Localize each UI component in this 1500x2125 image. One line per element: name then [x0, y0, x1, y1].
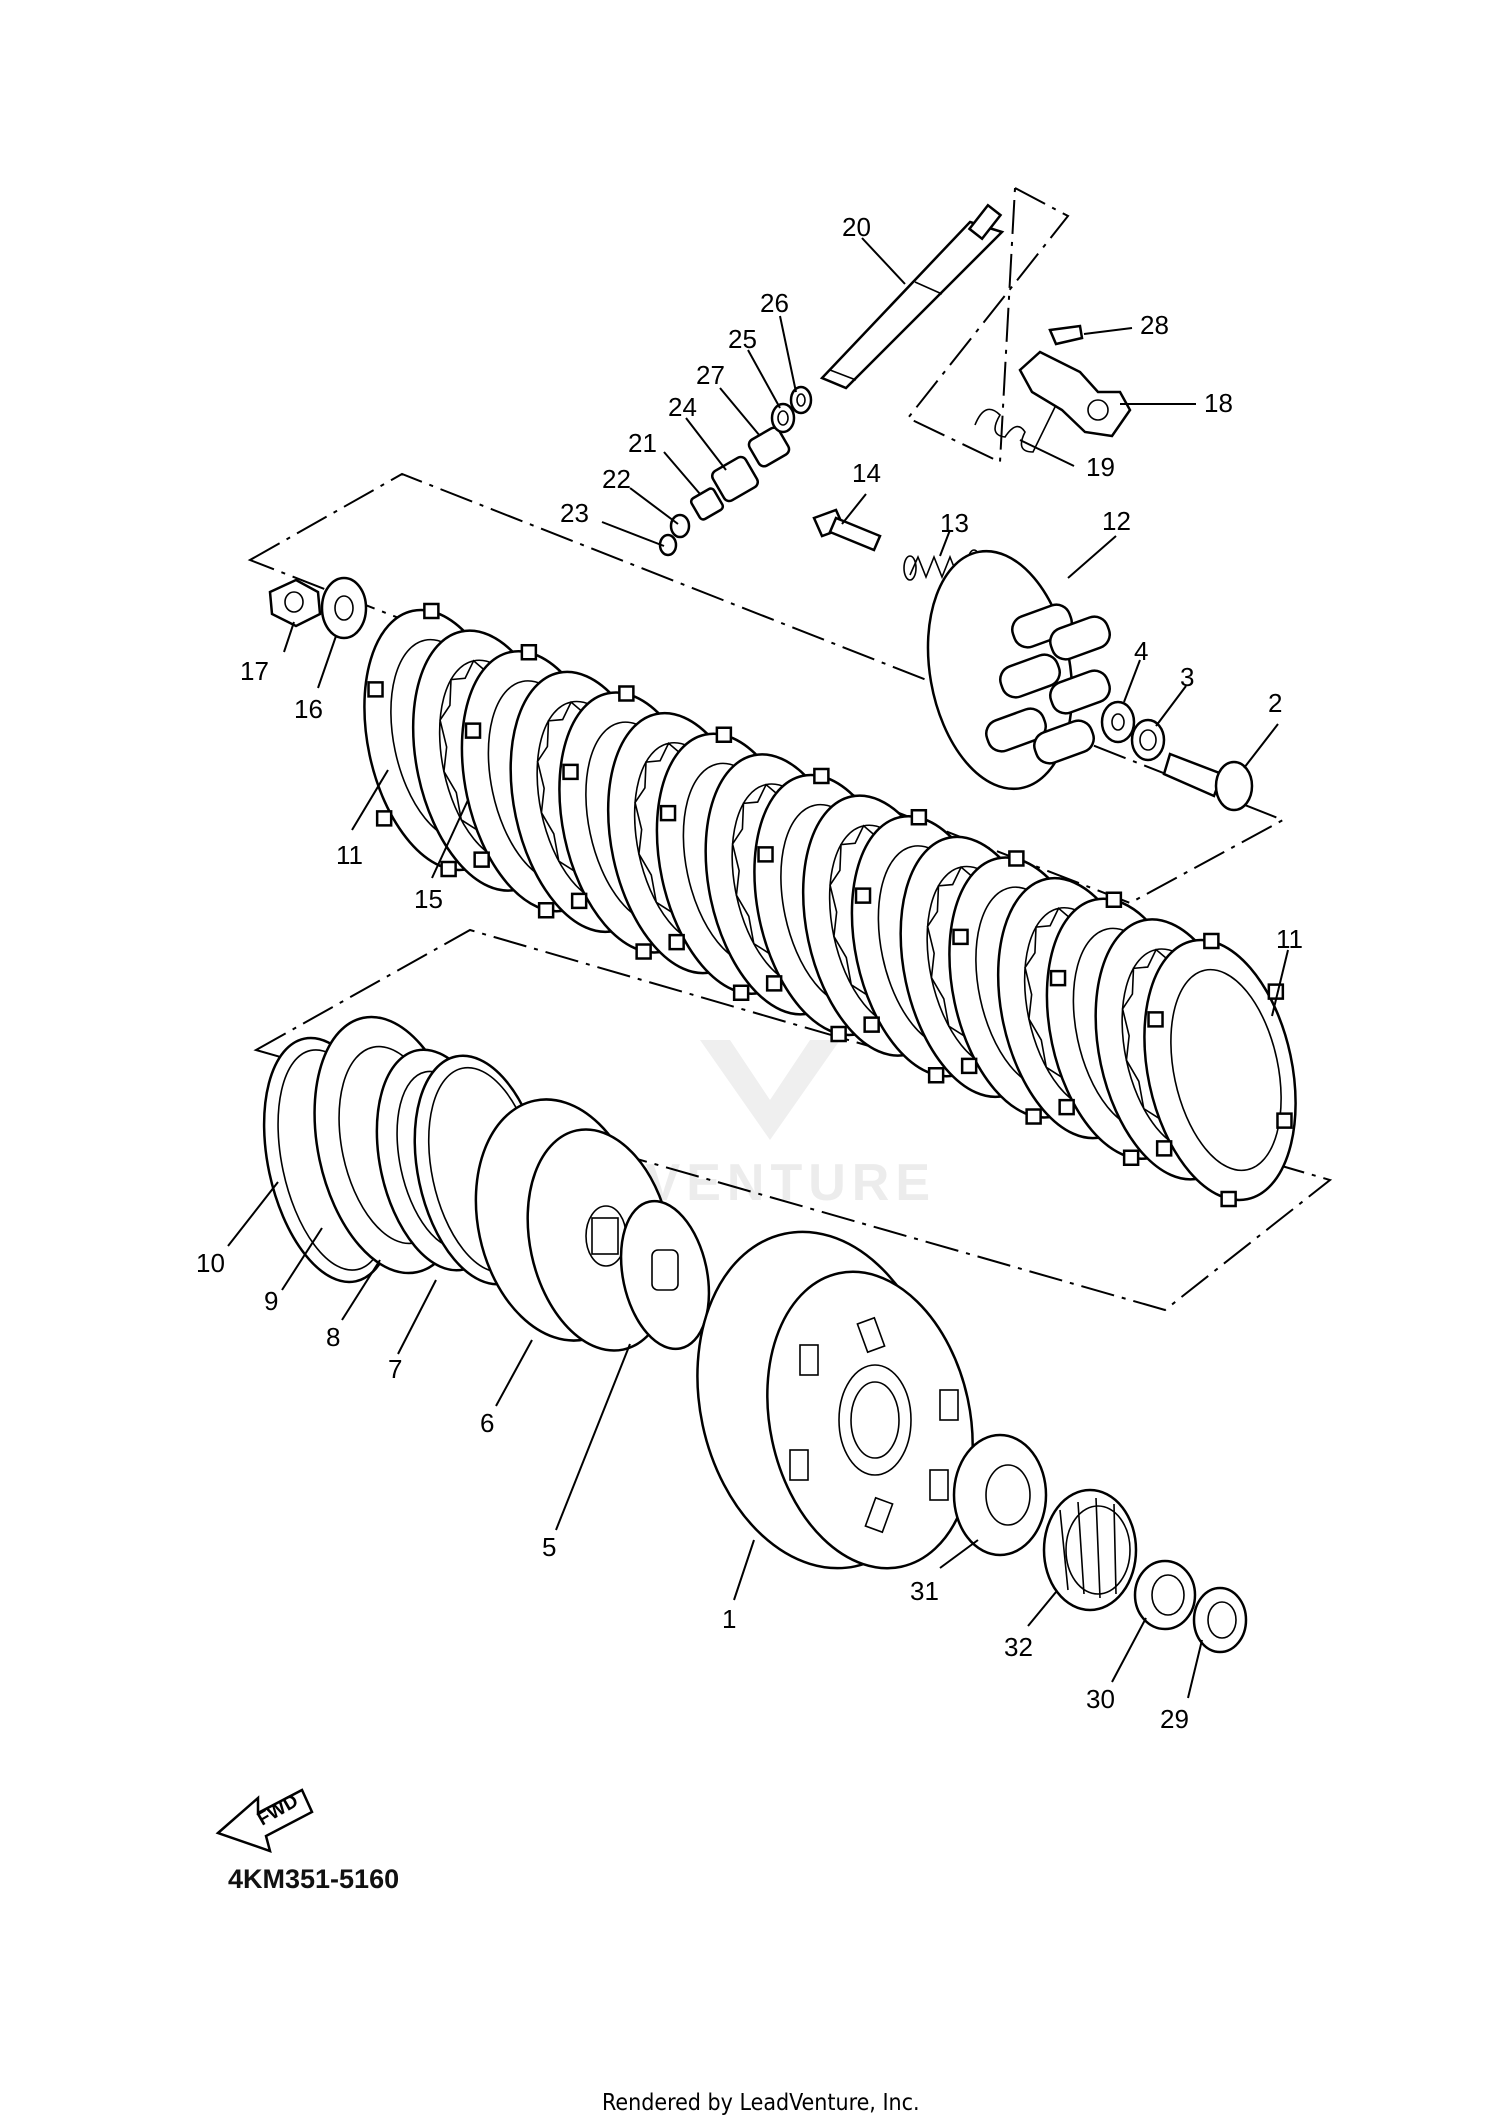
dashed-box-hub [253, 928, 1333, 1312]
part-label-3: 3 [1180, 662, 1194, 692]
diagram-code: 4KM351-5160 [228, 1864, 399, 1894]
lock-washer-16 [320, 576, 368, 640]
part-label-2: 2 [1268, 688, 1282, 718]
part-label-17: 17 [240, 656, 269, 686]
friction-plate [1143, 932, 1297, 1208]
nut-21 [689, 487, 725, 521]
push-rod-2 [1162, 752, 1254, 812]
part-label-30: 30 [1086, 1684, 1115, 1714]
part-label-11-right: 11 [1276, 924, 1303, 954]
part-label-15: 15 [414, 884, 443, 914]
footer-credit: Rendered by LeadVenture, Inc. [602, 2090, 920, 2116]
thrust-plate-5 [619, 1199, 711, 1351]
part-label-18: 18 [1204, 388, 1233, 418]
bolt-14 [812, 508, 882, 552]
leader-lines [227, 237, 1289, 1699]
nut-17 [268, 578, 322, 628]
washer-25 [770, 402, 796, 434]
spacer-31 [952, 1433, 1048, 1557]
part-label-22: 22 [602, 464, 631, 494]
bearing-3 [1130, 718, 1166, 762]
part-label-6: 6 [480, 1408, 494, 1438]
part-labels: 20 26 25 27 24 21 22 23 28 18 19 14 13 1… [196, 212, 1303, 1734]
push-rod-shaft [819, 203, 1005, 390]
washer-4 [1100, 700, 1136, 744]
washer-29 [1192, 1586, 1248, 1654]
spacer-30 [1133, 1559, 1197, 1631]
clutch-boss-6 [474, 1098, 674, 1352]
part-label-7: 7 [388, 1354, 402, 1384]
part-label-14: 14 [852, 458, 881, 488]
clip-28 [1048, 324, 1084, 346]
part-label-25: 25 [728, 324, 757, 354]
part-label-31: 31 [910, 1576, 939, 1606]
part-label-1: 1 [722, 1604, 736, 1634]
spring-19 [974, 406, 1056, 453]
dashed-box-shift-lever [906, 186, 1070, 464]
part-label-24: 24 [668, 392, 697, 422]
part-label-8: 8 [326, 1322, 340, 1352]
part-label-21: 21 [628, 428, 657, 458]
part-label-5: 5 [542, 1532, 556, 1562]
clutch-housing-1 [696, 1230, 974, 1570]
part-label-10: 10 [196, 1248, 225, 1278]
part-label-23: 23 [560, 498, 589, 528]
part-label-29: 29 [1160, 1704, 1189, 1734]
part-label-16: 16 [294, 694, 323, 724]
part-label-26: 26 [760, 288, 789, 318]
part-label-11-left: 11 [336, 840, 363, 870]
part-label-13: 13 [940, 508, 969, 538]
fwd-arrow-icon: FWD [215, 1788, 314, 1853]
pressure-plate-12 [926, 549, 1111, 791]
clutch-plate-stack [363, 602, 1297, 1208]
part-label-9: 9 [264, 1286, 278, 1316]
part-label-12: 12 [1102, 506, 1131, 536]
part-label-20: 20 [842, 212, 871, 242]
part-label-19: 19 [1086, 452, 1115, 482]
washer-26 [789, 385, 813, 415]
part-label-32: 32 [1004, 1632, 1033, 1662]
part-label-4: 4 [1134, 636, 1148, 666]
part-label-28: 28 [1140, 310, 1169, 340]
needle-bearing-32 [1042, 1488, 1138, 1612]
part-label-27: 27 [696, 360, 725, 390]
bushing-27 [747, 426, 791, 468]
clutch-lever-18 [1018, 350, 1132, 438]
washer-22 [669, 513, 691, 539]
